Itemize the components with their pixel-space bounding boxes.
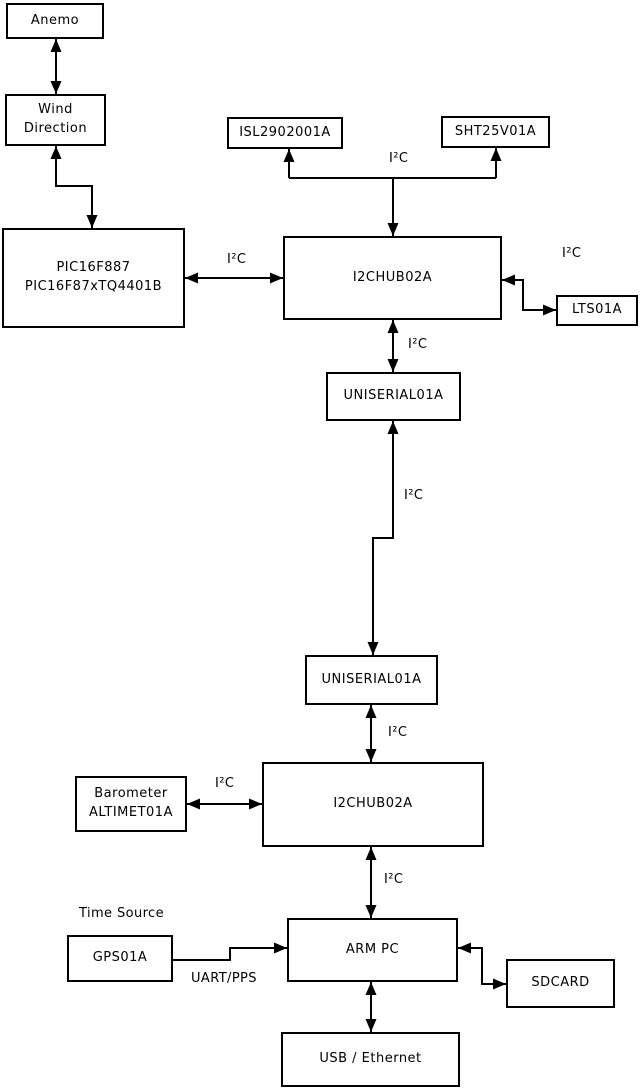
- label-uart-pps: UART/PPS: [191, 971, 257, 986]
- node-uniserial-bottom: UNISERIAL01A: [305, 655, 438, 705]
- node-sht25v01a: SHT25V01A: [441, 116, 550, 148]
- node-i2chub-bottom-label: I2CHUB02A: [333, 796, 413, 812]
- node-wind-direction: Wind Direction: [5, 94, 106, 146]
- label-i2c-pic-hub: I²C: [227, 252, 247, 267]
- node-usb-ethernet: USB / Ethernet: [281, 1032, 460, 1087]
- label-i2c-lts: I²C: [562, 246, 582, 261]
- node-sht25v01a-label: SHT25V01A: [454, 123, 537, 139]
- node-lts01a: LTS01A: [556, 295, 638, 326]
- node-anemo: Anemo: [6, 3, 104, 39]
- node-anemo-label: Anemo: [30, 12, 80, 28]
- edge-hub1-lts: [502, 274, 556, 316]
- node-gps01a-label: GPS01A: [92, 950, 148, 966]
- label-i2c-uniserial-hub2: I²C: [388, 725, 408, 740]
- node-i2chub-bottom: I2CHUB02A: [262, 762, 484, 847]
- label-i2c-barometer-hub2: I²C: [215, 776, 235, 791]
- label-i2c-hub2-armpc: I²C: [384, 872, 404, 887]
- node-lts01a-label: LTS01A: [571, 302, 623, 318]
- node-usb-ethernet-label: USB / Ethernet: [319, 1051, 422, 1067]
- node-pic16f887-line2: PIC16F87xTQ4401B: [24, 279, 163, 294]
- node-wind-direction-line1: Wind: [38, 102, 73, 118]
- node-sdcard: SDCARD: [506, 959, 615, 1008]
- label-i2c-uniserial-link: I²C: [404, 488, 424, 503]
- node-pic16f887: PIC16F887 PIC16F87xTQ4401B: [2, 228, 185, 328]
- node-i2chub-top-label: I2CHUB02A: [352, 269, 433, 285]
- node-arm-pc: ARM PC: [287, 918, 458, 982]
- node-barometer: Barometer ALTIMET01A: [75, 776, 187, 832]
- node-barometer-line2: ALTIMET01A: [89, 805, 173, 820]
- edge-wind-pic: [50, 146, 98, 228]
- edge-armpc-sdcard: [458, 942, 506, 990]
- node-wind-direction-line2: Direction: [23, 121, 88, 136]
- edge-gps-armpc: [173, 942, 287, 961]
- node-uniserial-top: UNISERIAL01A: [326, 372, 461, 421]
- node-gps01a: GPS01A: [67, 935, 173, 982]
- node-uniserial-bottom-label: UNISERIAL01A: [321, 671, 422, 687]
- label-time-source: Time Source: [79, 906, 164, 921]
- edge-uniserial1-uniserial2: [367, 421, 399, 655]
- node-uniserial-top-label: UNISERIAL01A: [343, 388, 444, 404]
- label-i2c-hub-uniserial: I²C: [408, 337, 428, 352]
- node-isl2902001a-label: ISL2902001A: [239, 124, 331, 140]
- node-pic16f887-line1: PIC16F887: [56, 260, 131, 276]
- node-arm-pc-label: ARM PC: [345, 941, 400, 957]
- node-barometer-line1: Barometer: [94, 786, 168, 802]
- node-i2chub-top: I2CHUB02A: [283, 236, 502, 320]
- node-isl2902001a: ISL2902001A: [227, 117, 343, 149]
- node-sdcard-label: SDCARD: [531, 975, 590, 991]
- label-i2c-sensor-bus: I²C: [389, 151, 409, 166]
